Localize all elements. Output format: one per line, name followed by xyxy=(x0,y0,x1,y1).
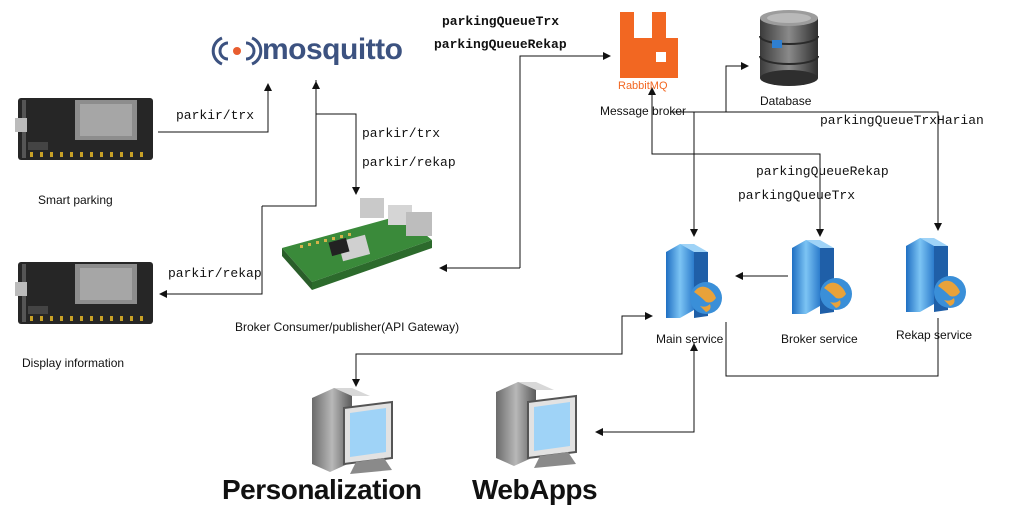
edge-main-to-database xyxy=(693,62,749,236)
edge-label-queue-trx: parkingQueueTrx xyxy=(738,188,856,203)
edge-label-mq-rekap: parkir/rekap xyxy=(362,155,456,170)
edge-smart-parking-to-mosquitto xyxy=(158,83,272,133)
edge-label-queue-rekap: parkingQueueRekap xyxy=(756,164,889,179)
edge-mosquitto-to-gateway xyxy=(315,80,360,195)
gateway-label: Broker Consumer/publisher(API Gateway) xyxy=(235,320,460,334)
database-icon xyxy=(759,10,819,86)
broker-service-label: Broker service xyxy=(781,332,858,346)
edge-gateway-to-display xyxy=(159,206,263,298)
edge-main-to-webapps xyxy=(595,342,695,436)
smart-parking-label: Smart parking xyxy=(38,193,113,207)
edge-label-mq-trx: parkir/trx xyxy=(362,126,441,141)
mosquitto-logo-text: mosquitto xyxy=(262,33,403,66)
edge-label-smart-parking-topic: parkir/trx xyxy=(176,108,255,123)
rabbitmq-logo-text: RabbitMQ xyxy=(618,80,668,92)
edge-gateway-to-mosquitto xyxy=(262,81,320,207)
edge-rekap-to-main xyxy=(725,318,939,377)
display-information-label: Display information xyxy=(22,356,125,370)
edge-label-queue-trx-harian: parkingQueueTrxHarian xyxy=(820,113,984,128)
edge-label-queue-trx-top: parkingQueueTrx xyxy=(442,14,560,29)
edge-label-queue-rekap-top: parkingQueueRekap xyxy=(434,37,567,52)
rekap-service-server-icon xyxy=(906,238,966,312)
edge-rabbitmq-to-rekap xyxy=(670,111,942,231)
rabbitmq-logo-icon xyxy=(620,12,678,78)
smart-parking-board-icon xyxy=(15,98,153,160)
webapps-label: WebApps xyxy=(472,474,598,505)
broker-service-server-icon xyxy=(792,240,852,314)
webapps-pc-icon xyxy=(496,382,577,468)
edge-gateway-to-rabbitmq xyxy=(519,52,611,268)
display-information-board-icon xyxy=(15,262,153,324)
database-label: Database xyxy=(760,94,812,108)
personalization-pc-icon xyxy=(312,388,393,474)
raspberry-pi-icon xyxy=(282,198,432,290)
message-broker-label: Message broker xyxy=(600,104,687,118)
main-service-server-icon xyxy=(666,244,722,318)
edge-label-display-topic: parkir/rekap xyxy=(168,266,262,281)
main-service-label: Main service xyxy=(656,332,724,346)
rekap-service-label: Rekap service xyxy=(896,328,973,342)
mosquitto-logo-icon xyxy=(211,36,263,66)
personalization-label: Personalization xyxy=(222,474,422,505)
